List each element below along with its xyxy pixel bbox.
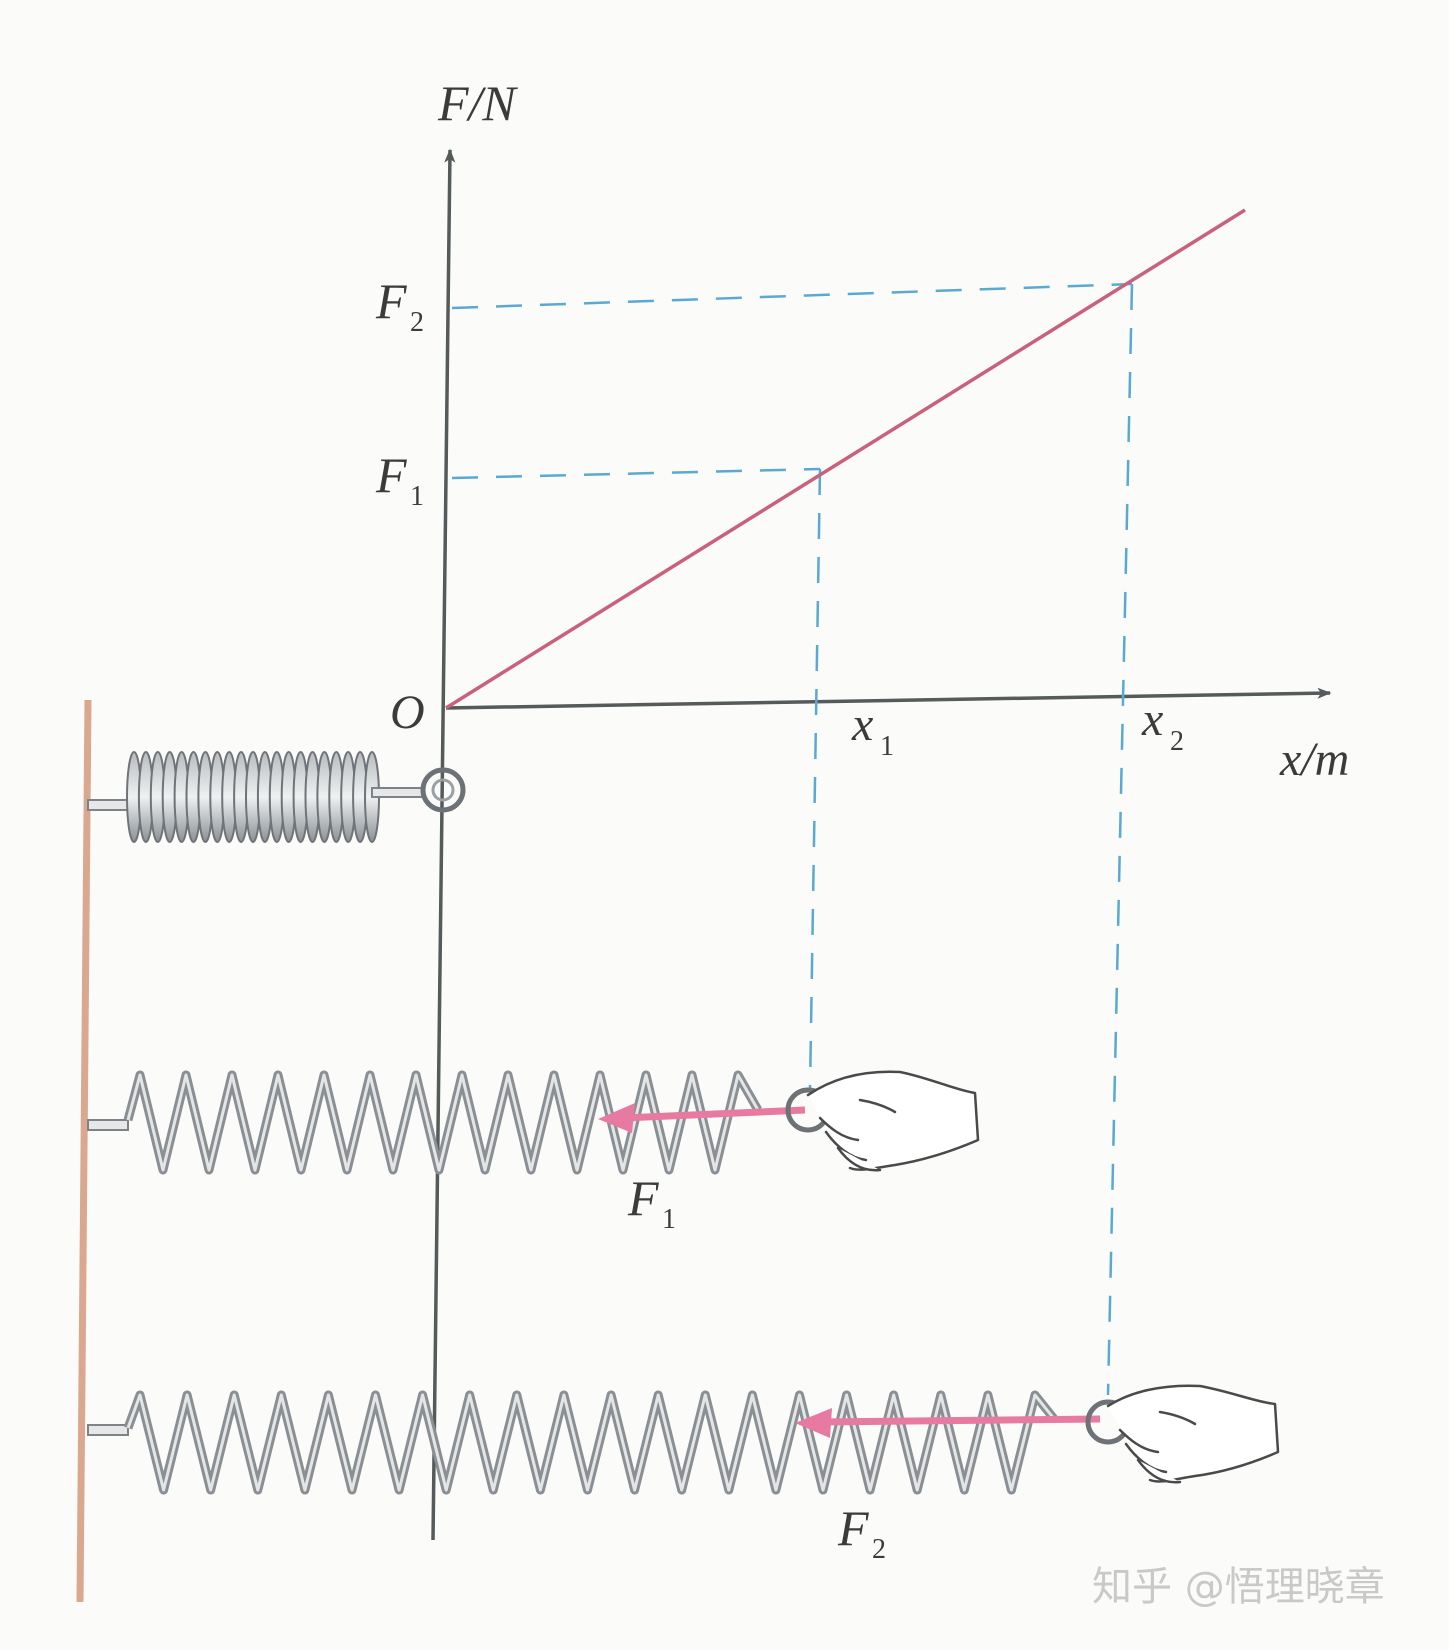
force-label-f2-sub: 2	[872, 1534, 886, 1565]
x-axis-label: x/m	[1279, 733, 1349, 786]
force-extension-line	[445, 208, 1246, 710]
force-arrow-f2	[819, 1415, 1101, 1426]
x-axis	[445, 687, 1332, 710]
y-tick-f1-sub: 1	[410, 481, 424, 512]
spring-f1-coils-highlight	[126, 1073, 760, 1172]
spring-relaxed	[87, 751, 466, 843]
y-axis-label: F/N	[437, 75, 518, 131]
spring-relaxed-hook	[371, 787, 423, 798]
spring-relaxed-coils	[126, 751, 380, 843]
force-label-f1-main: F	[627, 1170, 659, 1226]
x-tick-x2-main: x	[1141, 693, 1163, 746]
y-tick-f1-main: F	[375, 447, 407, 503]
y-tick-f2: F 2	[375, 273, 424, 338]
x-tick-x2: x 2	[1141, 693, 1184, 757]
spring-f2-coils-highlight	[126, 1393, 1057, 1492]
y-axis	[431, 148, 456, 1541]
force-arrow-f1	[624, 1106, 806, 1122]
guide-x1-vertical	[808, 468, 822, 1091]
spring-f1-mount	[87, 1119, 129, 1131]
spring-relaxed-ring-inner	[431, 778, 455, 802]
spring-relaxed-mount	[87, 799, 133, 811]
force-label-f2: F 2	[837, 1500, 886, 1565]
guide-x2-vertical	[1106, 283, 1134, 1396]
watermark: 知乎 @悟理晓章	[1092, 1564, 1385, 1610]
force-arrow-f1-head	[598, 1103, 635, 1133]
spring-stretched-f1	[87, 1070, 831, 1175]
hand-icon	[806, 1070, 980, 1172]
guide-f2-horizontal	[451, 282, 1133, 310]
hand-icon	[1106, 1384, 1280, 1484]
spring-relaxed-ring	[420, 767, 466, 813]
y-tick-f2-sub: 2	[410, 307, 424, 338]
force-label-f1: F 1	[627, 1170, 676, 1235]
origin-label: O	[390, 686, 425, 739]
y-tick-f1: F 1	[375, 447, 424, 512]
force-label-f2-main: F	[837, 1500, 869, 1556]
spring-f2-mount	[87, 1424, 129, 1436]
force-arrow-f2-head	[795, 1408, 832, 1438]
spring-stretched-f2	[87, 1390, 1131, 1495]
guide-f1-horizontal	[451, 467, 821, 480]
wall	[76, 699, 92, 1603]
x-tick-x1-main: x	[851, 698, 873, 751]
dashed-guides	[451, 282, 1134, 1396]
y-tick-f2-main: F	[375, 273, 407, 329]
x-tick-x1: x 1	[851, 698, 894, 762]
force-label-f1-sub: 1	[662, 1204, 676, 1235]
x-tick-x1-sub: 1	[880, 731, 894, 762]
x-tick-x2-sub: 2	[1170, 726, 1184, 757]
